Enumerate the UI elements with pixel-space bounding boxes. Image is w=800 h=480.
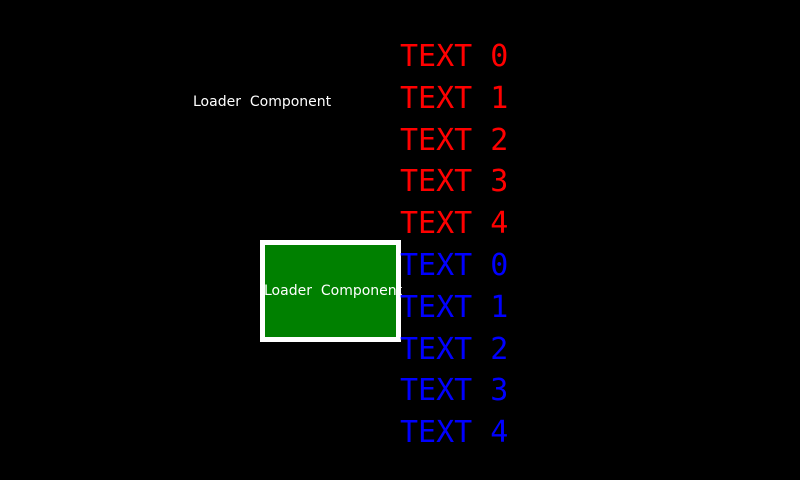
text-list: TEXT 0 TEXT 1 TEXT 2 TEXT 3 TEXT 4 TEXT …	[400, 36, 508, 454]
text-item-blue-2: TEXT 2	[400, 331, 509, 367]
text-item-red-2: TEXT 2	[400, 122, 509, 158]
text-item-red-0: TEXT 0	[400, 39, 509, 74]
loader-component-label: Loader Component	[193, 94, 332, 110]
text-item-blue-1: TEXT 1	[400, 289, 509, 325]
text-item-blue-0: TEXT 0	[400, 247, 509, 283]
text-item-red-1: TEXT 1	[400, 80, 509, 116]
loader-component-box[interactable]: Loader Component	[260, 240, 403, 342]
text-item-red-4: TEXT 4	[400, 206, 509, 242]
loader-component-box-label: Loader Component	[264, 283, 403, 299]
text-item-blue-3: TEXT 3	[400, 373, 509, 409]
text-item-blue-4: TEXT 4	[400, 415, 509, 451]
text-item-red-3: TEXT 3	[400, 164, 509, 200]
